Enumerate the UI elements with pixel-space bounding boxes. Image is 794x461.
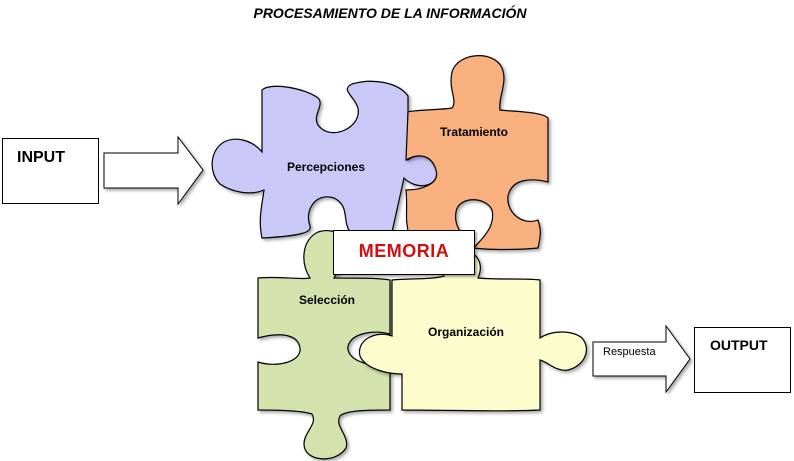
output-box: OUTPUT <box>694 327 791 393</box>
selection-label: Selección <box>277 293 377 307</box>
perception-label: Percepciones <box>276 160 376 174</box>
input-label: INPUT <box>17 149 65 167</box>
input-box: INPUT <box>2 138 99 204</box>
response-arrow <box>593 326 690 392</box>
input-arrow <box>104 137 203 204</box>
response-label: Respuesta <box>603 346 656 358</box>
puzzle-piece-treatment <box>406 56 548 250</box>
output-label: OUTPUT <box>710 337 768 353</box>
memory-label: MEMORIA <box>334 241 474 262</box>
memory-box: MEMORIA <box>333 230 475 275</box>
treatment-label: Tratamiento <box>424 125 524 139</box>
organization-label: Organización <box>416 325 516 339</box>
